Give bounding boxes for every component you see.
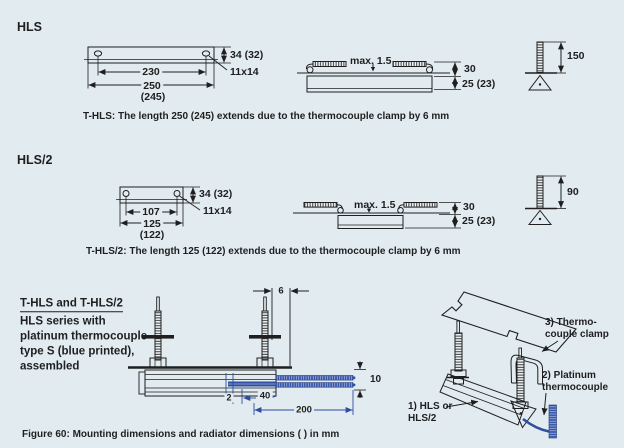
hls-dim-length: 250 [141, 79, 163, 92]
assembly-desc-line-2: platinum thermocouple [20, 329, 148, 342]
hls-gap-label: max. 1.5 [350, 54, 392, 67]
hls2-dim-hole-spacing: 107 [140, 205, 162, 218]
iso-body [439, 373, 537, 429]
hls-dim-height: 34 (32) [230, 48, 264, 61]
assembly-desc-line-4: assembled [20, 359, 80, 372]
assembly-heading: T-HLS and T-HLS/2 [20, 298, 123, 312]
hls2-section-title: HLS/2 [17, 152, 53, 167]
thermocouple-clamp-part [510, 354, 543, 385]
asm-dim-lead-height: 10 [370, 374, 382, 385]
callout-arrows [445, 340, 559, 416]
hls2-mounting-stud-drawing [525, 175, 566, 225]
hls-note: T-HLS: The length 250 (245) extends due … [83, 111, 450, 122]
iso-thermocouple-wire [522, 404, 557, 439]
iso-stud-left [447, 320, 469, 385]
asm-dim-lead-length: 200 [294, 404, 314, 416]
radiator-plate [440, 291, 577, 353]
hls2-dim-height: 34 (32) [199, 187, 233, 200]
hls-dim-length-thermo: (245) [140, 90, 166, 103]
hls-side-view-drawing [297, 61, 461, 93]
hls-top-view-drawing [84, 46, 231, 89]
hls2-dim-length-thermo: (122) [139, 228, 165, 241]
asm-dim-2: 2 [224, 392, 234, 403]
hls-dim-body: 25 (23) [462, 77, 496, 90]
hls-dim-above: 30 [464, 62, 476, 75]
callout-2-line-1: 2) Platinum [542, 370, 596, 381]
hls-dim-hole-spacing: 230 [140, 65, 162, 78]
callout-3-line-2: couple clamp [545, 329, 609, 340]
assembly-desc-line-1: HLS series with [20, 314, 106, 327]
hls-mounting-stud-drawing [525, 41, 566, 91]
callout-1-line-1: 1) HLS or [408, 401, 453, 412]
hls-stud-height: 150 [567, 49, 585, 62]
hls2-gap-label: max. 1.5 [354, 198, 396, 211]
hls2-dim-slot: 11x14 [203, 204, 232, 217]
thermocouple-leads [275, 375, 356, 388]
hls-dim-slot: 11x14 [230, 65, 259, 78]
hls2-top-view-drawing [116, 186, 201, 227]
hls2-stud-height: 90 [567, 185, 579, 198]
hls2-note: T-HLS/2: The length 125 (122) extends du… [86, 246, 461, 257]
isometric-exploded-view-drawing [439, 291, 577, 439]
figure-caption: Figure 60: Mounting dimensions and radia… [22, 429, 340, 440]
callout-3-line-1: 3) Thermo- [545, 317, 597, 328]
hls-section-title: HLS [17, 19, 42, 34]
asm-dim-stud-offset: 6 [276, 285, 286, 297]
assembled-side-view-drawing [128, 288, 366, 415]
asm-dim-40: 40 [257, 390, 273, 402]
hls2-dim-above: 30 [463, 200, 475, 213]
hls2-side-view-drawing [293, 202, 461, 229]
assembly-desc-line-3: type S (blue printed), [20, 344, 135, 357]
hls2-dim-length: 125 [141, 217, 163, 230]
callout-2-line-2: thermocouple [542, 382, 609, 393]
callout-1-line-2: HLS/2 [408, 413, 437, 424]
hls2-dim-body: 25 (23) [462, 214, 496, 227]
